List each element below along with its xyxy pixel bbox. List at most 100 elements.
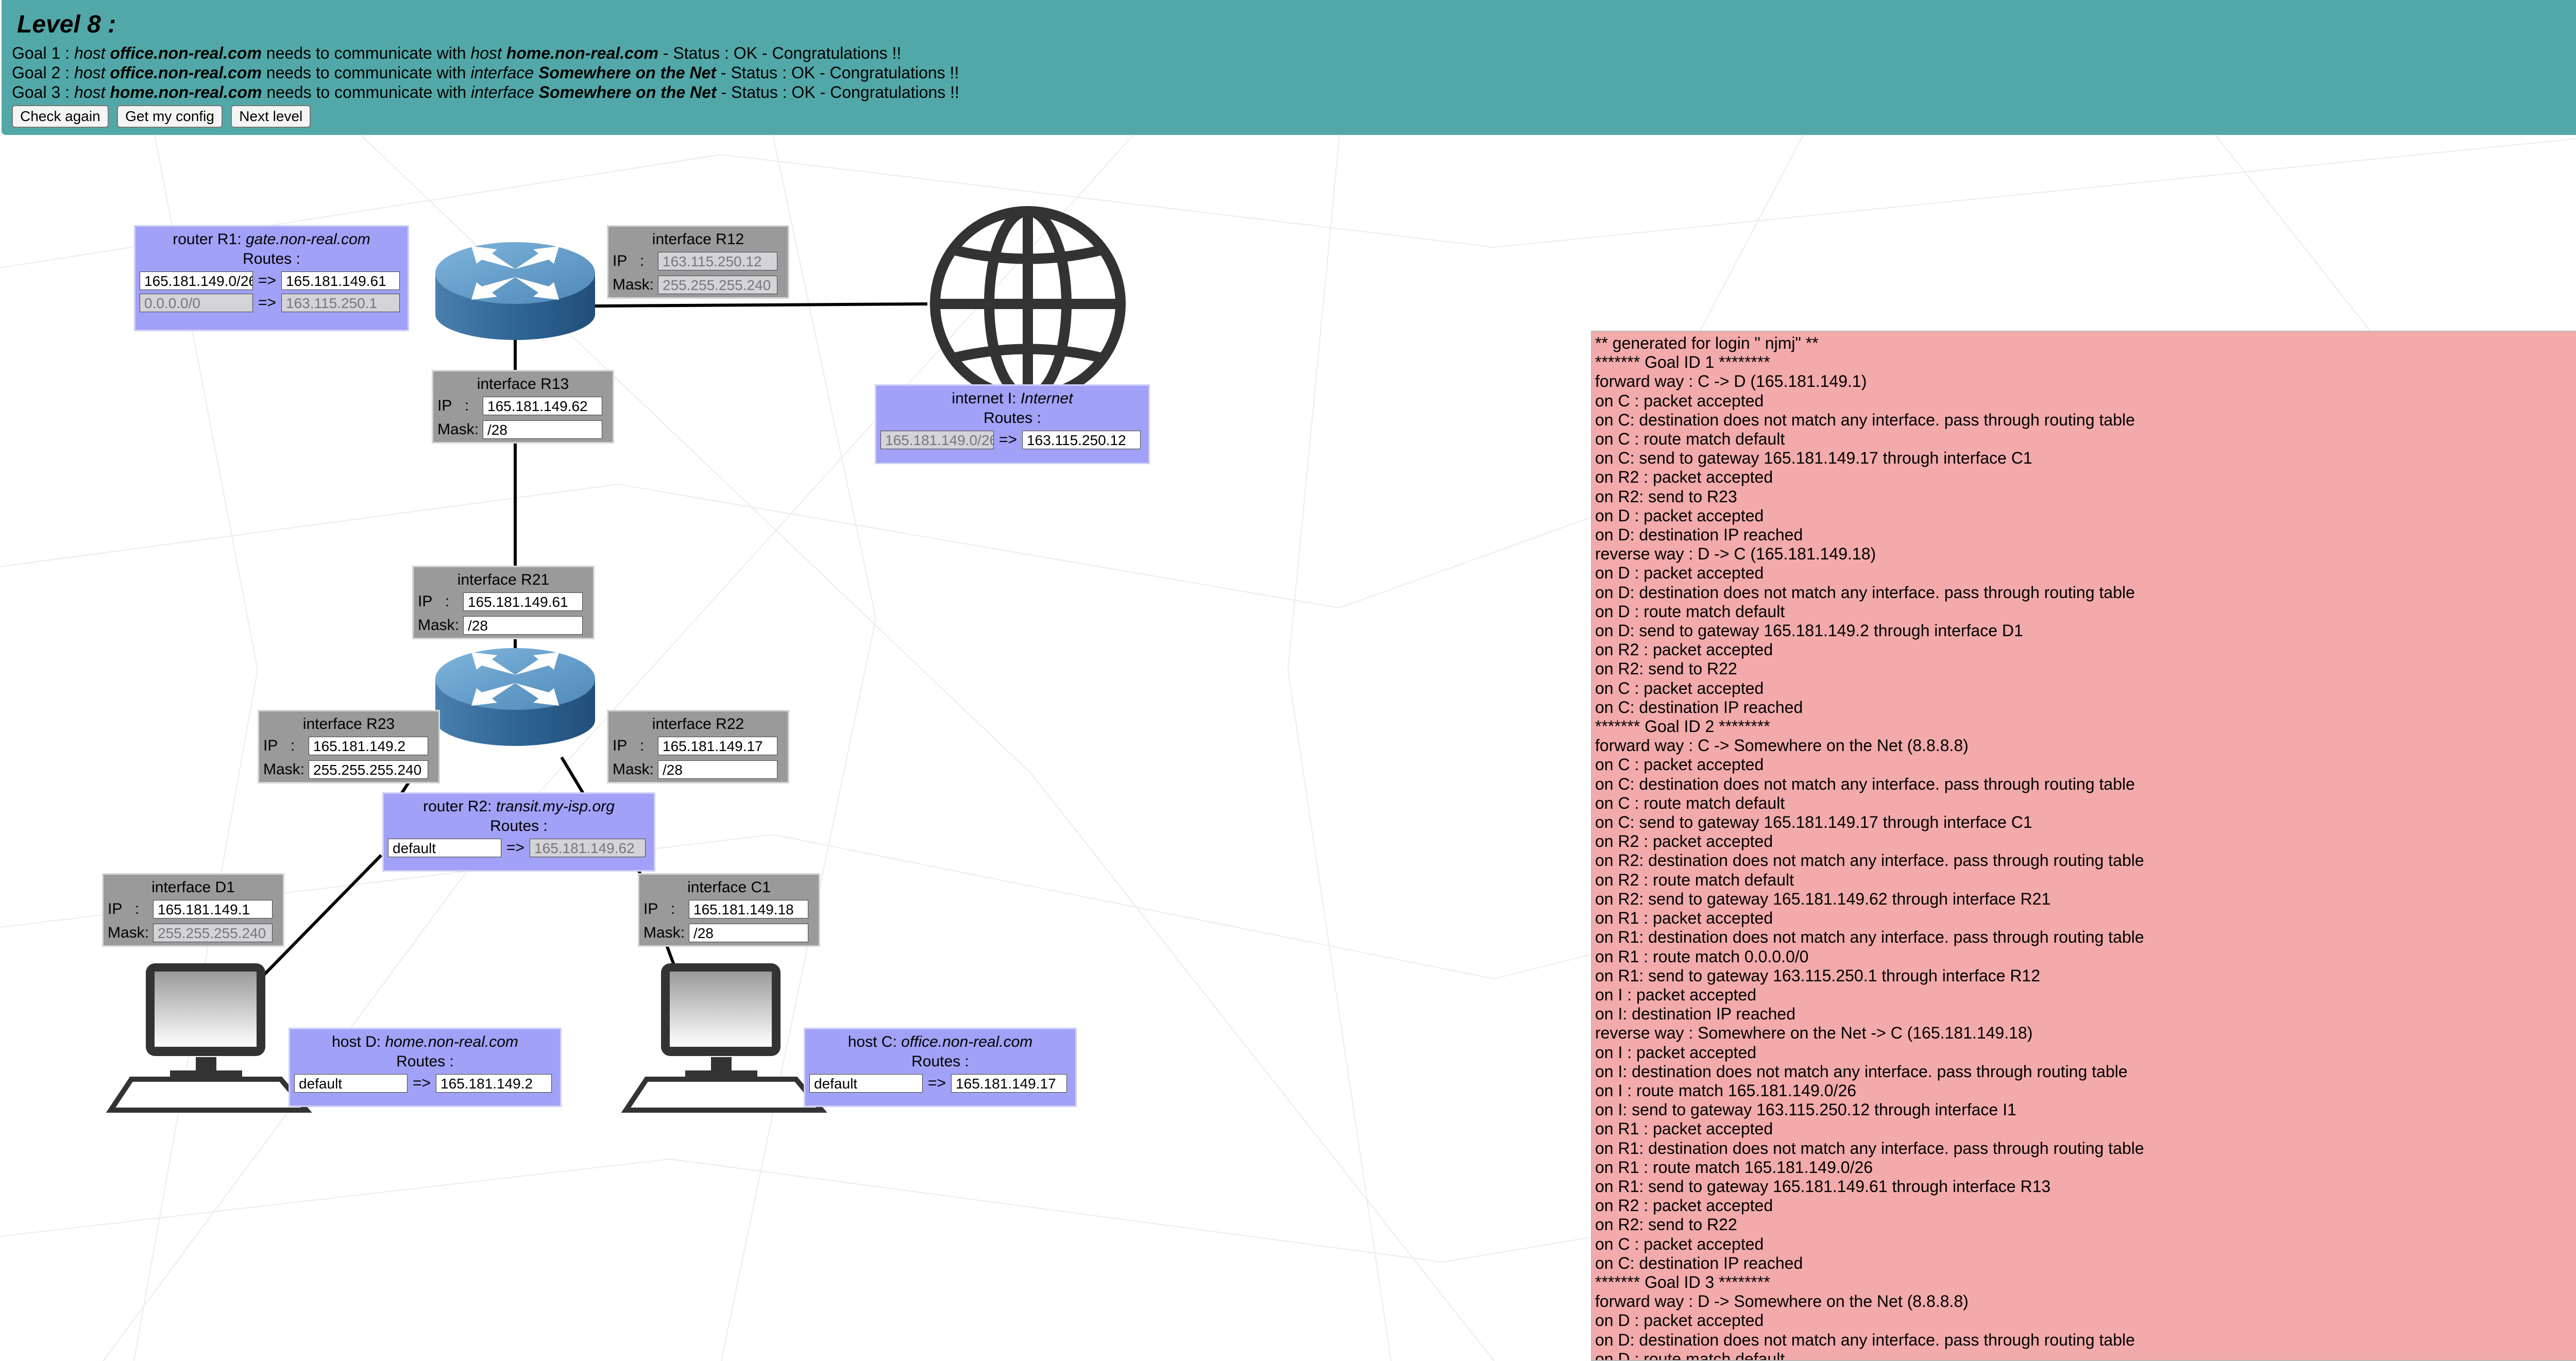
- router-r1-icon: [435, 242, 595, 340]
- log-line: on C : packet accepted: [1595, 1234, 1764, 1253]
- route-dest-input[interactable]: default: [388, 839, 501, 857]
- route-gateway-input[interactable]: 163.115.250.12: [1022, 431, 1141, 449]
- host-d-computer-icon: [106, 963, 312, 1113]
- log-line: on I : packet accepted: [1595, 1043, 1757, 1062]
- log-line: on R2: send to R23: [1595, 487, 1737, 506]
- log-line: on I : route match 165.181.149.0/26: [1595, 1081, 1857, 1100]
- log-line: on C: destination IP reached: [1595, 1253, 1803, 1272]
- ip-input[interactable]: 165.181.149.17: [658, 737, 777, 755]
- log-line: on C: destination does not match any int…: [1595, 774, 2135, 793]
- next-level-button[interactable]: Next level: [231, 105, 311, 128]
- log-line: on D : packet accepted: [1595, 564, 1764, 583]
- mask-input: 255.255.255.240: [153, 924, 273, 942]
- log-line: reverse way : Somewhere on the Net -> C …: [1595, 1024, 2033, 1043]
- mask-input: 255.255.255.240: [658, 276, 777, 294]
- log-line: on C : packet accepted: [1595, 678, 1764, 697]
- log-line: on R1: send to gateway 163.115.250.1 thr…: [1595, 966, 2041, 985]
- route-gateway-input[interactable]: 165.181.149.17: [951, 1074, 1067, 1093]
- log-line: on R1: destination does not match any in…: [1595, 1138, 2144, 1158]
- log-line: on D: send to gateway 165.181.149.2 thro…: [1595, 621, 2023, 640]
- log-line: on R2: destination does not match any in…: [1595, 851, 2144, 870]
- log-line: on D : packet accepted: [1595, 506, 1764, 525]
- log-line: on R1 : route match 0.0.0.0/0: [1595, 947, 1809, 966]
- ip-input[interactable]: 165.181.149.1: [153, 900, 273, 918]
- log-line: on R2 : packet accepted: [1595, 1196, 1773, 1215]
- log-line: on C : packet accepted: [1595, 391, 1764, 410]
- mask-input[interactable]: /28: [689, 924, 808, 942]
- log-line: on R2 : route match default: [1595, 870, 1794, 889]
- mask-input[interactable]: /28: [483, 420, 602, 439]
- route-row: 0.0.0.0/0 => 163.115.250.1: [140, 293, 403, 313]
- route-row: 165.181.149.0/26 => 163.115.250.12: [880, 428, 1144, 452]
- router-r2-icon: [435, 648, 595, 746]
- log-line: on C: destination IP reached: [1595, 697, 1803, 717]
- log-line: on R2 : packet accepted: [1595, 832, 1773, 851]
- host-c-panel: host C: office.non-real.com Routes : def…: [804, 1028, 1077, 1107]
- log-line: on D: destination does not match any int…: [1595, 583, 2135, 602]
- log-line: ******* Goal ID 2 ********: [1595, 717, 1770, 736]
- log-line: on D : route match default: [1595, 1349, 1785, 1361]
- route-gateway-input[interactable]: 165.181.149.2: [436, 1074, 552, 1093]
- log-line: on R1 : packet accepted: [1595, 909, 1773, 928]
- route-row: default => 165.181.149.62: [388, 836, 650, 860]
- log-line: ** generated for login " njmj" **: [1595, 334, 1819, 352]
- goal-3: Goal 3 : host home.non-real.com needs to…: [12, 83, 959, 101]
- log-line: ******* Goal ID 1 ********: [1595, 353, 1770, 372]
- log-line: on R1 : route match 165.181.149.0/26: [1595, 1158, 1873, 1177]
- background-grid: [0, 134, 2576, 1361]
- interface-r21-panel: interface R21 IP :165.181.149.61 Mask:/2…: [412, 566, 595, 639]
- interface-r22-panel: interface R22 IP :165.181.149.17 Mask:/2…: [607, 710, 789, 784]
- log-line: on C: destination does not match any int…: [1595, 410, 2135, 429]
- log-line: on C: send to gateway 165.181.149.17 thr…: [1595, 813, 2032, 832]
- log-line: on R1: send to gateway 165.181.149.61 th…: [1595, 1177, 2051, 1196]
- log-line: forward way : C -> Somewhere on the Net …: [1595, 736, 1969, 755]
- route-row: default => 165.181.149.2: [294, 1071, 556, 1095]
- log-line: on I: send to gateway 163.115.250.12 thr…: [1595, 1100, 2016, 1119]
- log-line: on R1: destination does not match any in…: [1595, 928, 2144, 947]
- mask-input[interactable]: 255.255.255.240: [309, 760, 428, 779]
- log-line: forward way : D -> Somewhere on the Net …: [1595, 1292, 1969, 1311]
- host-d-panel: host D: home.non-real.com Routes : defau…: [289, 1028, 562, 1107]
- ip-input[interactable]: 165.181.149.18: [689, 900, 808, 918]
- route-gateway-input[interactable]: 165.181.149.61: [281, 271, 400, 290]
- router-r1-panel: router R1: gate.non-real.com Routes : 16…: [134, 225, 409, 331]
- log-line: on I : packet accepted: [1595, 985, 1757, 1004]
- log-line: reverse way : D -> C (165.181.149.18): [1595, 545, 1876, 564]
- log-line: on R2: send to R22: [1595, 659, 1737, 678]
- interface-r23-panel: interface R23 IP :165.181.149.2 Mask:255…: [258, 710, 440, 784]
- route-dest-input: 0.0.0.0/0: [140, 294, 253, 312]
- goal-1: Goal 1 : host office.non-real.com needs …: [12, 44, 902, 62]
- result-log-panel[interactable]: ** generated for login " njmj" *********…: [1591, 331, 2576, 1361]
- route-dest-input[interactable]: default: [809, 1074, 923, 1093]
- log-line: on I: destination IP reached: [1595, 1005, 1796, 1024]
- log-line: on I: destination does not match any int…: [1595, 1062, 2128, 1081]
- mask-input[interactable]: /28: [658, 760, 777, 779]
- route-dest-input: 165.181.149.0/26: [880, 431, 994, 449]
- interface-c1-panel: interface C1 IP :165.181.149.18 Mask:/28: [638, 873, 820, 947]
- interface-d1-panel: interface D1 IP :165.181.149.1 Mask:255.…: [102, 873, 284, 947]
- ip-input[interactable]: 165.181.149.62: [483, 397, 602, 415]
- route-row: 165.181.149.0/26 => 165.181.149.61: [140, 269, 403, 293]
- log-line: ******* Goal ID 3 ********: [1595, 1272, 1770, 1291]
- log-line: on C : packet accepted: [1595, 755, 1764, 774]
- level-title: Level 8 :: [17, 11, 116, 38]
- route-row: default => 165.181.149.17: [809, 1071, 1071, 1095]
- ip-input[interactable]: 165.181.149.2: [309, 737, 428, 755]
- mask-input[interactable]: /28: [463, 616, 583, 635]
- button-row: Check again Get my config Next level: [12, 105, 2576, 128]
- route-gateway-input: 165.181.149.62: [530, 839, 646, 857]
- interface-r12-panel: interface R12 IP :163.115.250.12 Mask:25…: [607, 225, 789, 299]
- internet-panel: internet I: Internet Routes : 165.181.14…: [875, 384, 1150, 464]
- log-line: on R2 : packet accepted: [1595, 468, 1773, 487]
- ip-input[interactable]: 165.181.149.61: [463, 592, 583, 611]
- get-my-config-button[interactable]: Get my config: [117, 105, 223, 128]
- log-line: on D : packet accepted: [1595, 1311, 1764, 1330]
- interface-r13-panel: interface R13 IP :165.181.149.62 Mask:/2…: [432, 370, 614, 444]
- check-again-button[interactable]: Check again: [12, 105, 109, 128]
- route-dest-input[interactable]: default: [294, 1074, 408, 1093]
- log-line: on R1 : packet accepted: [1595, 1119, 1773, 1138]
- route-dest-input[interactable]: 165.181.149.0/26: [140, 271, 253, 290]
- globe-icon: [930, 206, 1126, 402]
- log-line: on D : route match default: [1595, 602, 1785, 621]
